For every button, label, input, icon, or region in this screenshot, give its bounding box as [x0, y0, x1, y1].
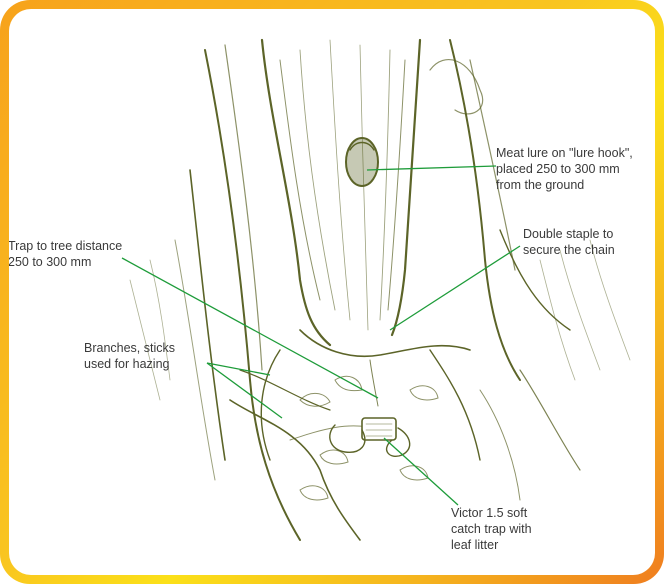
staple-label: Double staple to secure the chain — [523, 226, 615, 258]
lure-knot — [346, 138, 378, 186]
left-trunk — [205, 50, 300, 540]
lure-label: Meat lure on "lure hook", placed 250 to … — [496, 145, 633, 193]
tree-trap-sketch — [9, 9, 655, 575]
staple-leader-line — [390, 246, 520, 330]
distance-label: Trap to tree distance 250 to 300 mm — [9, 238, 122, 270]
tree-sketch — [130, 40, 630, 540]
right-trunk — [450, 40, 520, 380]
illustration-panel: Meat lure on "lure hook", placed 250 to … — [9, 9, 655, 575]
trap-jaw — [330, 425, 365, 452]
trunk-right-edge — [392, 40, 420, 335]
trap-label: Victor 1.5 soft catch trap with leaf lit… — [451, 505, 532, 553]
hazing-branch — [230, 400, 360, 540]
branches-leader-line-1 — [207, 363, 270, 375]
trap-plate — [362, 418, 396, 440]
branches-label: Branches, sticks used for hazing — [84, 340, 175, 372]
trap-leader-line — [384, 438, 458, 505]
roots — [300, 330, 470, 356]
